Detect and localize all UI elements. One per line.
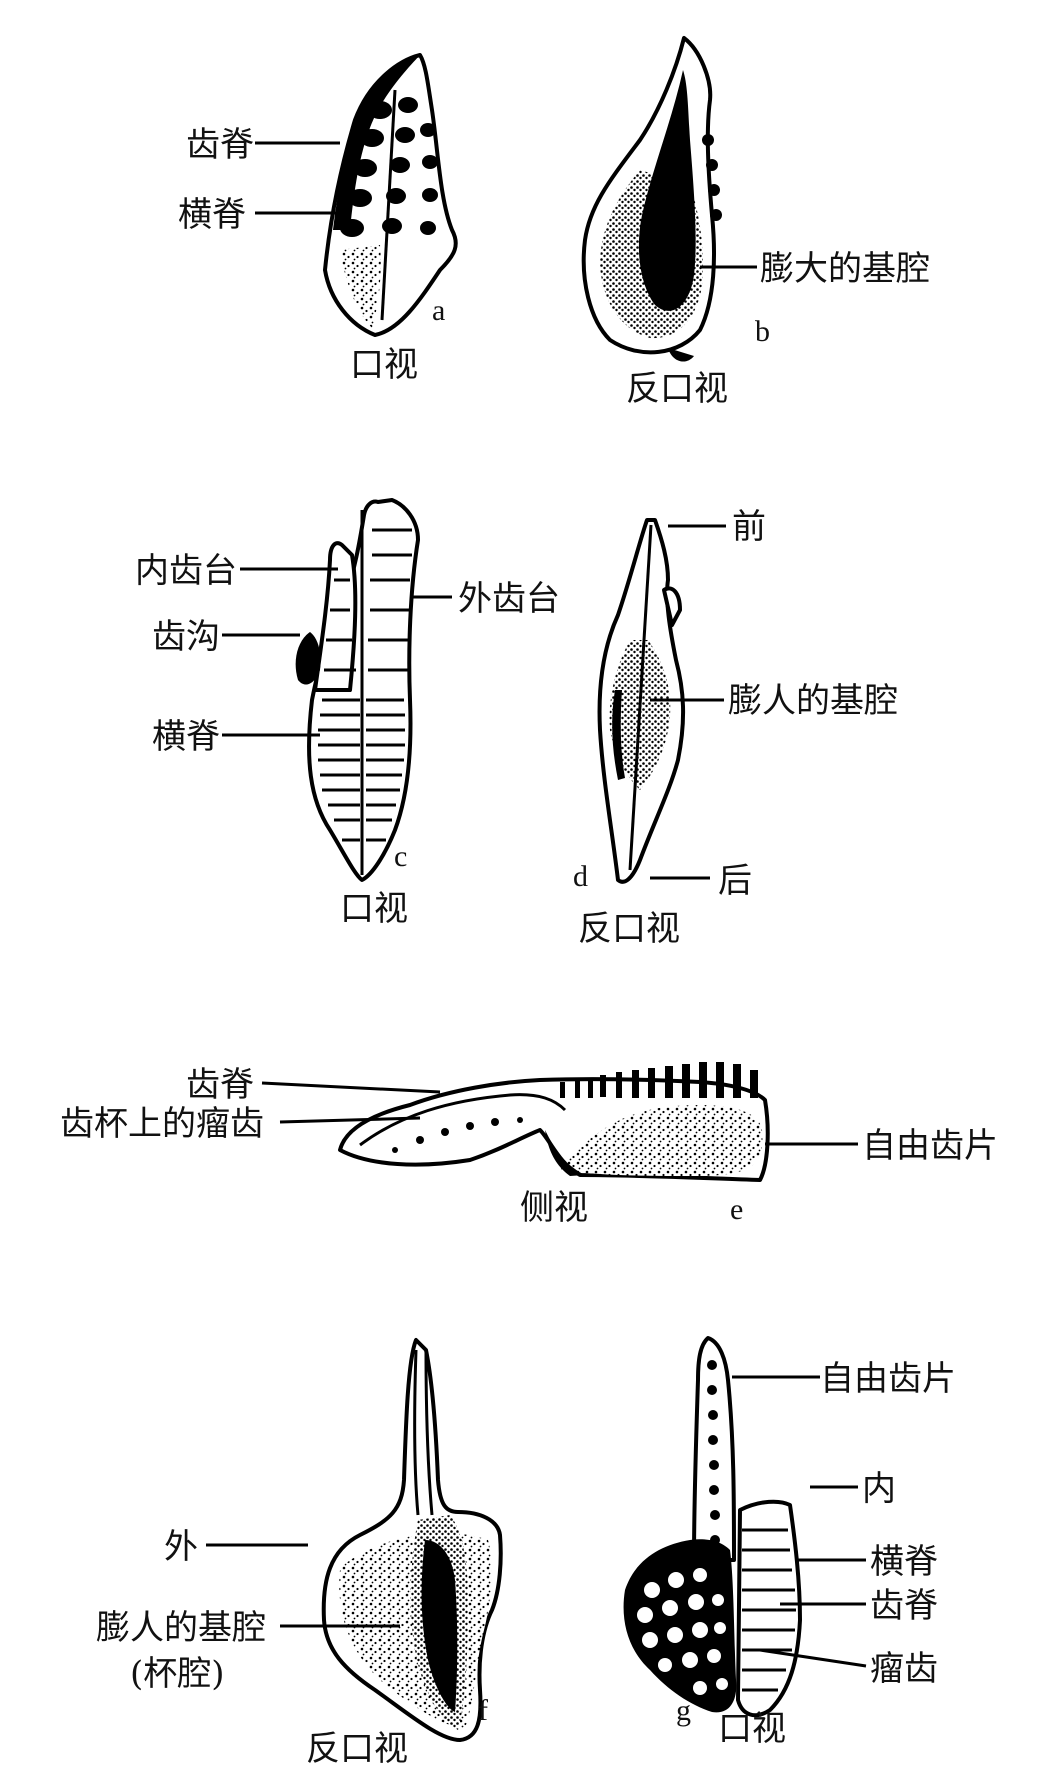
specimen-e-cup-dark xyxy=(545,1130,585,1176)
label-g-node: 瘤齿 xyxy=(870,1649,938,1689)
label-g-ridge: 齿脊 xyxy=(870,1586,938,1626)
specimen-b-basal-cavity xyxy=(638,70,696,311)
panel-b: 膨大的基腔 b 反口视 xyxy=(581,36,930,409)
specimen-d-flange xyxy=(662,586,682,627)
label-a-transverse-ridge: 横脊 xyxy=(178,195,246,235)
specimen-g-nodes xyxy=(637,1568,728,1695)
specimen-c-groove-lobe xyxy=(295,632,321,685)
specimen-g-ribs xyxy=(742,1528,796,1692)
specimen-e-cup xyxy=(560,1105,763,1176)
letter-e: e xyxy=(730,1193,743,1226)
panel-f: 外 膨人的基腔 (杯腔) f 反口视 xyxy=(96,1338,503,1769)
label-g-free-blade: 自由齿片 xyxy=(820,1359,956,1399)
specimen-c-inner-platform xyxy=(313,541,358,692)
label-e-cup-nodes: 齿杯上的瘤齿 xyxy=(60,1104,264,1144)
label-c-transverse-ridge: 横脊 xyxy=(152,717,220,757)
specimen-f-blade-groove xyxy=(413,1349,434,1516)
specimen-f-core xyxy=(421,1540,458,1712)
view-c: 口视 xyxy=(340,889,408,929)
specimen-d-dark-edge xyxy=(612,690,625,780)
label-f-outer: 外 xyxy=(164,1527,198,1567)
specimen-b-edge-denticles xyxy=(702,134,722,221)
specimen-g-blade xyxy=(692,1336,736,1562)
label-d-basal-cavity: 膨人的基腔 xyxy=(728,681,898,721)
label-d-front: 前 xyxy=(732,507,766,547)
specimen-e-denticles xyxy=(560,1062,758,1098)
panel-g: 自由齿片 内 横脊 齿脊 瘤齿 g 口视 xyxy=(623,1336,956,1749)
letter-f: f xyxy=(478,1694,488,1727)
view-d: 反口视 xyxy=(578,909,680,949)
label-d-back: 后 xyxy=(718,861,752,901)
view-b: 反口视 xyxy=(626,369,728,409)
label-f-cup-cavity: (杯腔) xyxy=(130,1654,225,1694)
letter-b: b xyxy=(755,315,770,348)
specimen-a-nodes xyxy=(340,89,438,321)
letter-a: a xyxy=(432,294,445,327)
panel-c: 内齿台 齿沟 横脊 外齿台 c 口视 xyxy=(135,498,560,929)
label-g-transverse-ridge: 横脊 xyxy=(870,1542,938,1582)
specimen-a-stipple xyxy=(340,245,381,328)
specimen-e-nodes xyxy=(392,1117,523,1153)
letter-c: c xyxy=(394,840,407,873)
specimen-b-notch xyxy=(668,348,694,362)
label-a-ridge: 齿脊 xyxy=(186,125,254,165)
view-g: 口视 xyxy=(718,1709,786,1749)
label-c-inner-platform: 内齿台 xyxy=(135,551,237,591)
specimen-d-keel xyxy=(628,524,653,871)
label-e-free-blade: 自由齿片 xyxy=(862,1126,998,1166)
label-b-basal-cavity: 膨大的基腔 xyxy=(760,249,930,289)
view-f: 反口视 xyxy=(306,1729,408,1769)
specimen-e-ridge xyxy=(359,1093,567,1147)
panel-e: 齿脊 齿杯上的瘤齿 自由齿片 侧视 e xyxy=(60,1062,998,1228)
letter-d: d xyxy=(573,860,588,893)
letter-g: g xyxy=(676,1694,691,1727)
specimen-c-ribs xyxy=(318,528,412,842)
specimen-g-inner-platform xyxy=(736,1499,802,1718)
label-c-groove: 齿沟 xyxy=(152,617,220,657)
label-g-inner: 内 xyxy=(862,1469,896,1509)
specimen-a-dark-margin xyxy=(333,55,420,230)
panel-d: 前 膨人的基腔 后 d 反口视 xyxy=(573,507,898,949)
view-e: 侧视 xyxy=(520,1188,588,1228)
label-e-ridge: 齿脊 xyxy=(186,1065,254,1105)
panel-a: 齿脊 横脊 a 口视 xyxy=(178,53,458,385)
label-c-outer-platform: 外齿台 xyxy=(458,579,560,619)
label-f-basal-cavity: 膨人的基腔 xyxy=(96,1608,266,1648)
view-a: 口视 xyxy=(350,345,418,385)
